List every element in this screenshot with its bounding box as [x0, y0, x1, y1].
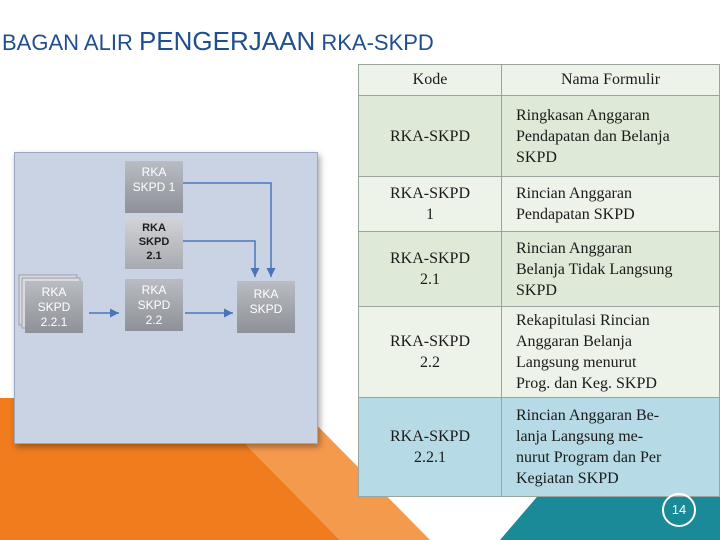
cell-nama: Ringkasan Anggaran Pendapatan dan Belanj…: [501, 95, 720, 177]
cell-nama: Rincian Anggaran Pendapatan SKPD: [501, 176, 720, 232]
table-row: RKA-SKPD 2.2 Rekapitulasi Rincian Anggar…: [358, 306, 720, 398]
flow-diagram: RKA SKPD 1 RKA SKPD 2.1 RKA SKPD 2.2.1 R…: [14, 152, 318, 444]
cell-kode: RKA-SKPD 2.2: [358, 306, 502, 398]
header-nama-formulir: Nama Formulir: [501, 64, 720, 96]
doc-rka-skpd-2-2: RKA SKPD 2.2: [125, 279, 183, 331]
cell-nama: Rincian Anggaran Belanja Tidak Langsung …: [501, 231, 720, 307]
arrow-skpd21-to-skpd: [183, 240, 260, 277]
arrow-skpd1-to-skpd: [183, 182, 276, 277]
doc-rka-skpd: RKA SKPD: [237, 281, 295, 333]
cell-nama: Rekapitulasi Rincian Anggaran Belanja La…: [501, 306, 720, 398]
table-header-row: Kode Nama Formulir: [358, 64, 720, 96]
header-kode: Kode: [358, 64, 502, 96]
title-part-1: BAGAN ALIR: [2, 30, 139, 55]
form-table: Kode Nama Formulir RKA-SKPD Ringkasan An…: [358, 64, 720, 497]
doc-rka-skpd-2-2-1: RKA SKPD 2.2.1: [25, 281, 83, 333]
table-row: RKA-SKPD 2.1 Rincian Anggaran Belanja Ti…: [358, 231, 720, 307]
title-part-3: RKA-SKPD: [315, 30, 434, 55]
table-row: RKA-SKPD 1 Rincian Anggaran Pendapatan S…: [358, 176, 720, 232]
cell-nama: Rincian Anggaran Be- lanja Langsung me- …: [501, 397, 720, 497]
doc-rka-skpd-1: RKA SKPD 1: [125, 161, 183, 213]
cell-kode: RKA-SKPD 2.1: [358, 231, 502, 307]
title-part-2: PENGERJAAN: [138, 26, 316, 56]
table-row: RKA-SKPD 2.2.1 Rincian Anggaran Be- lanj…: [358, 397, 720, 497]
cell-kode: RKA-SKPD 1: [358, 176, 502, 232]
cell-kode: RKA-SKPD: [358, 95, 502, 177]
page-title: BAGAN ALIR PENGERJAAN RKA-SKPD: [2, 26, 434, 57]
page-number: 14: [662, 493, 696, 527]
table-row: RKA-SKPD Ringkasan Anggaran Pendapatan d…: [358, 95, 720, 177]
doc-rka-skpd-2-1: RKA SKPD 2.1: [125, 217, 183, 269]
cell-kode: RKA-SKPD 2.2.1: [358, 397, 502, 497]
